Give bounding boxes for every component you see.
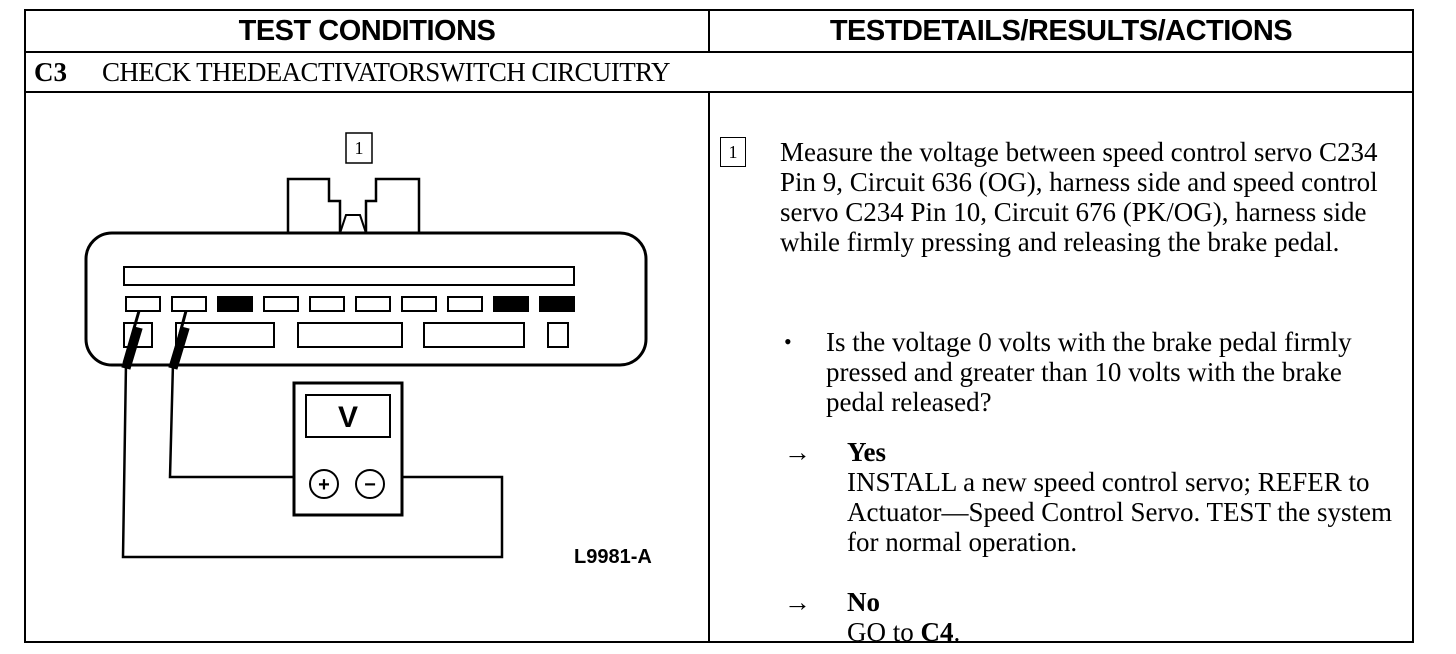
- no-action-suffix: .: [953, 617, 961, 647]
- arrow-right-icon: →: [784, 437, 811, 467]
- connector-lower-slots: [123, 322, 569, 348]
- voltmeter-symbol: V: [338, 401, 358, 434]
- question-text: Is the voltage 0 volts with the brake pe…: [826, 327, 1352, 417]
- no-label: No: [847, 587, 880, 617]
- connector-upper-slot: [123, 266, 575, 286]
- wire-to-negative: [121, 362, 504, 559]
- connector-voltmeter-diagram: 1: [84, 132, 652, 568]
- step-code: C3: [34, 56, 67, 87]
- positive-terminal-icon: [309, 469, 339, 499]
- connector-key-slot: [175, 322, 275, 348]
- connector-pin-10: [171, 296, 207, 312]
- probe-pin-10: [168, 310, 190, 370]
- yes-action: INSTALL a new speed control servo; REFER…: [847, 467, 1392, 557]
- no-action-prefix: GO to: [847, 617, 921, 647]
- diagram-callout-box: [345, 132, 373, 164]
- negative-terminal-label: −: [364, 474, 376, 496]
- connector-tab-notch: [339, 214, 367, 234]
- yes-answer: Yes INSTALL a new speed control servo; R…: [847, 437, 1407, 557]
- connector-key-slot: [547, 322, 569, 348]
- details-callout-box: 1: [720, 137, 746, 167]
- connector-key-slot: [423, 322, 525, 348]
- probe-pin-9: [121, 310, 143, 370]
- wire-to-positive: [168, 362, 308, 479]
- connector-pin: [309, 296, 345, 312]
- header-test-conditions: TEST CONDITIONS: [26, 11, 710, 51]
- positive-terminal-label: +: [318, 474, 330, 496]
- diagram-callout-label: 1: [355, 138, 364, 158]
- test-details-column: 1 Measure the voltage between speed cont…: [710, 93, 1412, 647]
- step-title: CHECK THEDEACTIVATORSWITCH CIRCUITRY: [102, 56, 671, 87]
- measure-instruction: Measure the voltage between speed contro…: [780, 137, 1378, 257]
- connector-key-slot: [297, 322, 403, 348]
- test-table: TEST CONDITIONS TESTDETAILS/RESULTS/ACTI…: [24, 9, 1414, 647]
- no-action-target: C4: [920, 617, 954, 647]
- column-divider: [708, 93, 710, 643]
- connector-pin: [355, 296, 391, 312]
- voltmeter-display: [305, 394, 391, 438]
- connector-pin: [401, 296, 437, 312]
- connector-pin: [493, 296, 529, 312]
- connector-pin: [539, 296, 575, 312]
- bullet-icon: •: [784, 329, 792, 354]
- connector-tab-left: [286, 177, 342, 233]
- arrow-right-icon: →: [784, 587, 811, 617]
- connector-pin-9: [125, 296, 161, 312]
- no-answer: No GO to C4.: [847, 587, 1407, 647]
- connector-pin: [447, 296, 483, 312]
- yes-label: Yes: [847, 437, 886, 467]
- figure-id: L9981-A: [574, 546, 652, 568]
- header-test-details: TESTDETAILS/RESULTS/ACTIONS: [829, 14, 1293, 47]
- connector-pin: [263, 296, 299, 312]
- no-action: GO to C4.: [847, 617, 1407, 647]
- connector-pin-row: [125, 296, 575, 312]
- negative-terminal-icon: [355, 469, 385, 499]
- step-title-row: C3 CHECK THEDEACTIVATORSWITCH CIRCUITRY: [26, 51, 1412, 93]
- test-conditions-diagram: 1: [26, 93, 708, 643]
- connector-pin: [217, 296, 253, 312]
- connector-tab-right: [364, 177, 421, 233]
